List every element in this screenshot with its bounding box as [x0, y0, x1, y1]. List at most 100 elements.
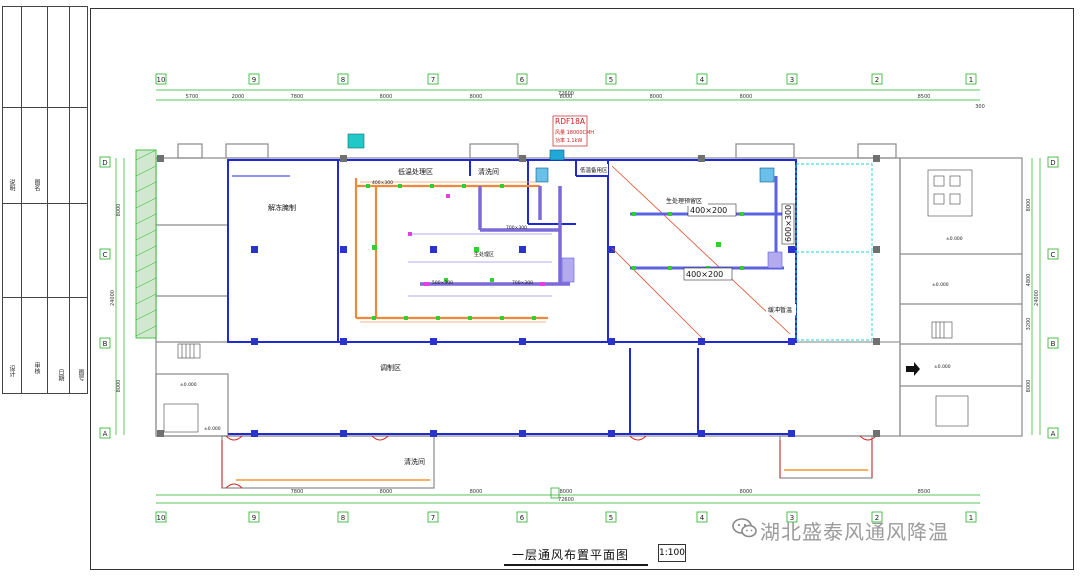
watermark-text: 湖北盛泰风通风降温	[760, 520, 949, 544]
axis-label-4-top: 4	[700, 76, 705, 84]
duct-label: 700×300	[512, 280, 533, 286]
dim-bottom: 8000	[560, 489, 573, 495]
axis-label-d-right: D	[1050, 159, 1055, 167]
elevation-tag: ±0.000	[946, 236, 963, 242]
dimensions-top: 72600 5700 2000 7800 8000 8000 8000 8000…	[186, 91, 985, 110]
dim-right-edge: 300	[975, 104, 985, 110]
doors	[221, 435, 877, 489]
axis-label-b-left: B	[103, 340, 108, 348]
dim-bottom: 8000	[740, 489, 753, 495]
dim-right: 4800	[1026, 274, 1032, 287]
axis-label-2-bottom: 2	[875, 514, 879, 522]
dim-top: 2000	[232, 94, 245, 100]
axis-label-6-top: 6	[520, 76, 525, 84]
axis-label-9-bottom: 9	[252, 514, 256, 522]
dim-top: 8000	[470, 94, 483, 100]
dim-right: 24000	[1034, 290, 1040, 306]
dim-overall-top: 72600	[558, 91, 574, 97]
axis-label-a-right: A	[1051, 430, 1056, 438]
axis-bubbles-top	[155, 73, 977, 85]
dim-left: 24000	[110, 290, 116, 306]
diagonal-lines	[611, 165, 791, 339]
dim-bottom: 8000	[470, 489, 483, 495]
elevation-tag: ±0.000	[934, 364, 951, 370]
dim-right: 8000	[1026, 199, 1032, 212]
return-grilles	[408, 194, 545, 286]
title-block-cell: 图号	[77, 369, 84, 381]
columns-gray	[157, 155, 880, 437]
dim-right: 8000	[1026, 380, 1032, 393]
axis-label-d-left: D	[102, 159, 107, 167]
axis-label-10-top: 10	[157, 76, 166, 84]
axis-label-b-right: B	[1051, 340, 1056, 348]
axis-label-7-bottom: 7	[431, 514, 435, 522]
stairs	[177, 321, 953, 359]
dim-bottom: 8000	[380, 489, 393, 495]
dim-left: 8000	[116, 380, 122, 393]
axis-label-8-top: 8	[341, 76, 345, 84]
room-label: 调制区	[380, 363, 401, 372]
drawing-scale: 1:100	[658, 544, 686, 562]
elevation-tag: ±0.000	[932, 282, 949, 288]
elevation-tags: ±0.000 ±0.000 ±0.000 ±0.000 ±0.000	[180, 236, 963, 432]
unit-name: RDF18A	[555, 117, 586, 126]
dim-left: 8000	[116, 204, 122, 217]
axis-label-5-top: 5	[609, 76, 613, 84]
axis-label-c-right: C	[1051, 251, 1056, 259]
title-underline	[504, 564, 648, 566]
duct-label: 400×200	[690, 206, 727, 215]
axis-label-c-left: C	[103, 251, 108, 259]
dim-top: 8000	[650, 94, 663, 100]
axis-label-2-top: 2	[875, 76, 879, 84]
room-label: 清洗间	[404, 457, 425, 466]
room-label: 生处理预留区	[666, 197, 702, 205]
duct-labels: 400×200 400×200 600×300	[683, 203, 795, 281]
dim-top: 8000	[380, 94, 393, 100]
axis-label-8-bottom: 8	[341, 514, 345, 522]
unit-airflow: 风量 18000CMH	[555, 129, 594, 136]
orange-walls	[236, 469, 868, 481]
axis-label-9-top: 9	[252, 76, 256, 84]
title-block-cell: 说明	[8, 179, 15, 191]
dim-top: 8000	[740, 94, 753, 100]
duct-label: 400×200	[686, 270, 723, 279]
dim-top: 8500	[918, 94, 931, 100]
axis-label-3-bottom: 3	[790, 514, 794, 522]
unit-power: 功率 1.1kW	[555, 137, 582, 144]
room-label: 缓冲暂温	[768, 306, 792, 314]
title-block-cell: 图名	[33, 179, 40, 191]
dimensions-sides: 8000 24000 8000 4800 24000 3200 8000 800…	[110, 199, 1040, 393]
axis-label-4-bottom: 4	[700, 514, 705, 522]
room-label: 低温备用区	[580, 166, 608, 174]
wechat-icon	[732, 518, 757, 538]
axis-label-1-bottom: 1	[969, 514, 973, 522]
duct-label: 600×300	[784, 205, 793, 242]
hatch-lines	[135, 149, 157, 337]
right-ducts	[630, 176, 784, 270]
dim-top: 5700	[186, 94, 199, 100]
axis-label-10-bottom: 10	[157, 514, 166, 522]
arrow-icon	[906, 362, 920, 376]
title-block: 说明 图名 设计 审核 日期 图号	[2, 6, 88, 394]
room-label: 解冻腌制	[268, 203, 296, 212]
room-label: 清洗间	[478, 167, 499, 176]
title-block-cell: 设计	[8, 365, 15, 377]
equipment-unit: RDF18A 风量 18000CMH 功率 1.1kW	[347, 115, 783, 283]
axis-label-1-top: 1	[969, 76, 973, 84]
axis-grid	[115, 89, 1041, 504]
columns	[251, 246, 795, 437]
dim-top: 8000	[560, 94, 573, 100]
dim-top: 7800	[291, 94, 304, 100]
axis-label-6-bottom: 6	[520, 514, 525, 522]
partition-walls	[227, 159, 797, 435]
duct-label: 400×300	[372, 180, 393, 186]
supply-ducts	[354, 178, 548, 320]
elevation-tag: ±0.000	[180, 382, 197, 388]
dim-overall-bottom: 72600	[558, 497, 574, 503]
axis-label-7-top: 7	[431, 76, 435, 84]
building-outline	[155, 143, 1023, 489]
axis-label-a-left: A	[103, 430, 108, 438]
room-labels: 解冻腌制 低温处理区 清洗间 生处理区 低温备用区 生处理预留区 缓冲暂温 调制…	[266, 164, 796, 467]
drawing-title: 一层通风布置平面图	[512, 548, 630, 562]
axis-bubbles-bottom	[155, 511, 977, 523]
